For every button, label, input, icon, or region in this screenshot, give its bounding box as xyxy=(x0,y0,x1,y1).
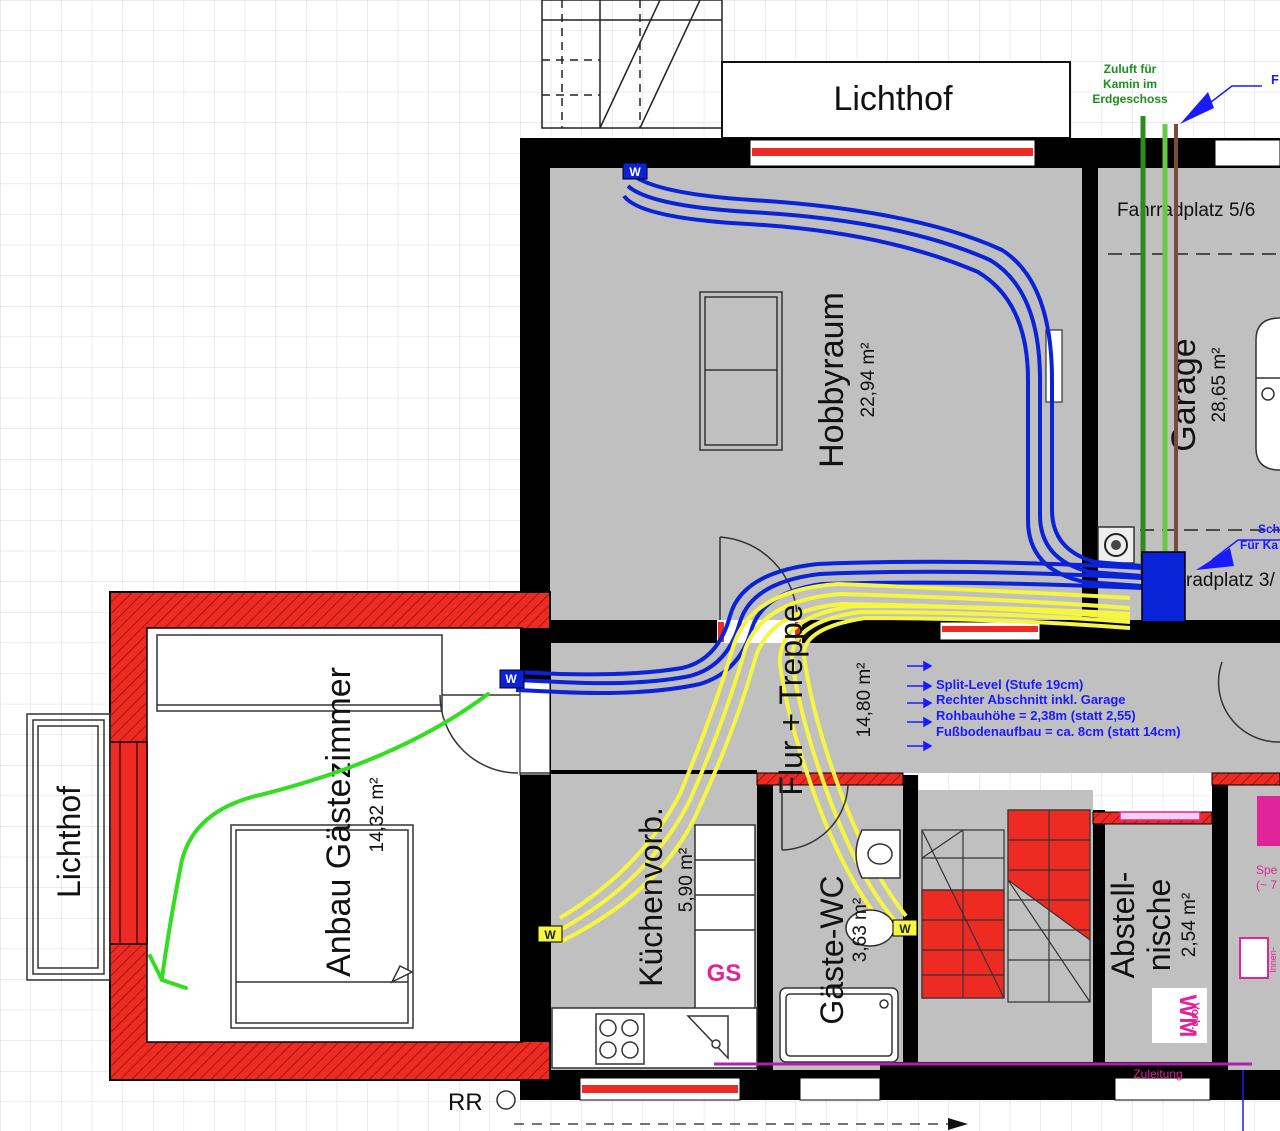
garage-car-outline xyxy=(1255,317,1280,471)
duct-yellow-wc xyxy=(777,603,1131,930)
stair-run-right xyxy=(1007,809,1091,1003)
zuleitung-label: Zuleitung xyxy=(1133,1067,1182,1081)
outlet-wc xyxy=(892,919,918,937)
abstellnische-area: 2,54 m² xyxy=(1179,893,1200,957)
outlet-hobby-label: W xyxy=(629,165,641,179)
wm-label: WM xyxy=(1174,995,1201,1038)
outlet-hobby xyxy=(622,162,648,180)
ventilation-unit xyxy=(1141,551,1186,623)
right-magenta-icon xyxy=(1239,937,1269,979)
chimney-fixture xyxy=(1097,526,1135,564)
gaeste-wc-area: 3,63 m² xyxy=(850,898,871,962)
garage-area: 28,65 m² xyxy=(1209,348,1230,423)
rr-arrowhead xyxy=(948,1118,968,1130)
hobbyraum-floor xyxy=(550,168,1082,620)
lichthof-top-label: Lichthof xyxy=(833,80,953,118)
rr-label: RR xyxy=(448,1089,483,1116)
right-magenta-box xyxy=(1257,796,1280,846)
stair-run-left xyxy=(921,829,1005,999)
outlet-kueche-label: W xyxy=(544,928,556,942)
zuluft-line3: Erdgeschoss xyxy=(1092,92,1168,106)
spe-line1: Spe xyxy=(1256,863,1278,877)
wm-vorb-label: Vorb. xyxy=(1189,1002,1201,1029)
wm-box xyxy=(1152,988,1207,1043)
kuechenvorb-area: 5,90 m² xyxy=(676,848,697,912)
right-lintel xyxy=(1211,772,1280,786)
hobbyraum-area: 22,94 m² xyxy=(858,343,879,418)
extension-walls xyxy=(109,591,551,1081)
flur-area: 14,80 m² xyxy=(854,663,875,738)
hobbyraum-name: Hobbyraum xyxy=(813,292,851,468)
duct-blue-hobby xyxy=(622,174,1143,588)
lichthof-left xyxy=(26,713,111,981)
garage-name: Garage xyxy=(1165,338,1203,451)
right-callout-arrow xyxy=(1196,539,1280,570)
outlet-kueche xyxy=(537,925,563,943)
top-right-callout xyxy=(1180,85,1262,124)
abstellnische-name-1: Abstell- xyxy=(1105,872,1141,979)
top-right-fragment: F xyxy=(1271,72,1279,87)
note-2: Rechter Abschnitt inkl. Garage xyxy=(936,692,1126,707)
lichthof-left-label: Lichthof xyxy=(51,786,87,898)
outlet-gast xyxy=(499,669,525,689)
hobby-door xyxy=(719,536,798,620)
right-note-line2: Für Ka xyxy=(1240,538,1278,552)
kuechenvorb-name: Küchenvorb. xyxy=(633,807,669,987)
zuluft-line1: Zuluft für xyxy=(1104,62,1157,76)
fahrradplatz-34: radplatz 3/ xyxy=(1186,570,1275,591)
right-arc xyxy=(1217,661,1280,743)
notes-arrows xyxy=(907,660,933,752)
innen-fragment: Innen- xyxy=(1268,947,1278,973)
note-3: Rohbauhöhe = 2,38m (statt 2,55) xyxy=(936,708,1136,723)
flur-name: Flur + Treppe xyxy=(773,604,809,795)
hobby-sofa xyxy=(699,291,783,451)
spe-line2: (~ 7 xyxy=(1256,878,1277,892)
abstellnische-name-2: nische xyxy=(1141,879,1177,972)
gaestezimmer-area: 14,32 m² xyxy=(367,778,388,853)
kitchen-cabinets xyxy=(551,824,758,1069)
zuluft-line2: Kamin im xyxy=(1103,77,1157,91)
wc-fixtures xyxy=(779,780,901,1063)
note-4: Fußbodenaufbau = ca. 8cm (statt 14cm) xyxy=(936,724,1181,739)
rr-circle xyxy=(496,1090,516,1110)
green-arrow xyxy=(148,692,490,990)
lichthof-top xyxy=(721,61,1071,139)
fahrradplatz-56: Fahrradplatz 5/6 xyxy=(1117,200,1255,221)
outlet-gast-label: W xyxy=(505,672,517,686)
duct-blue-gast xyxy=(515,559,1143,695)
abstell-shelf xyxy=(1119,811,1201,821)
wc-lintel xyxy=(756,772,904,786)
note-1: Split-Level (Stufe 19cm) xyxy=(936,677,1083,692)
flur-floor xyxy=(550,643,1280,773)
guest-furniture xyxy=(156,634,520,1029)
top-stair-sketch xyxy=(541,0,723,129)
gaestezimmer-name: Anbau Gästezimmer xyxy=(320,667,358,977)
right-note-line1: Sch xyxy=(1258,522,1280,536)
gs-label: GS xyxy=(707,960,742,987)
outlet-wc-label: W xyxy=(899,922,911,936)
gaeste-wc-name: Gäste-WC xyxy=(814,875,850,1024)
